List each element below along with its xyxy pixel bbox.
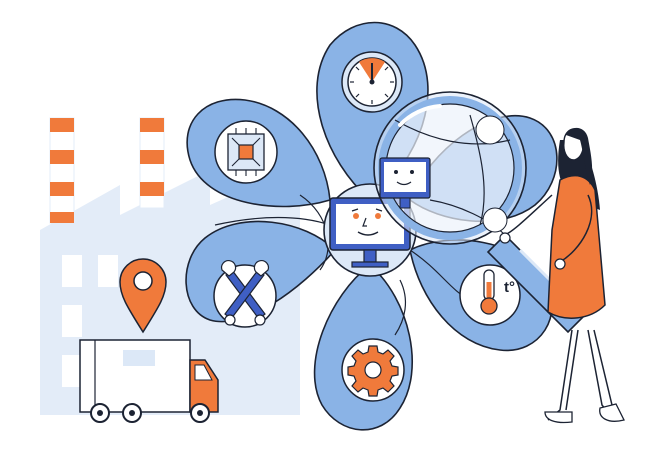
delivery-truck-icon bbox=[79, 339, 219, 423]
person-icon bbox=[499, 127, 625, 424]
thermometer-icon: t° bbox=[459, 264, 521, 326]
gear-icon bbox=[341, 338, 405, 402]
thermometer-unit-label: t° bbox=[504, 279, 515, 296]
speedometer-icon bbox=[341, 51, 403, 113]
microchip-icon bbox=[214, 120, 278, 184]
wrench-tools-icon bbox=[213, 260, 277, 328]
location-pin-icon bbox=[119, 258, 167, 334]
